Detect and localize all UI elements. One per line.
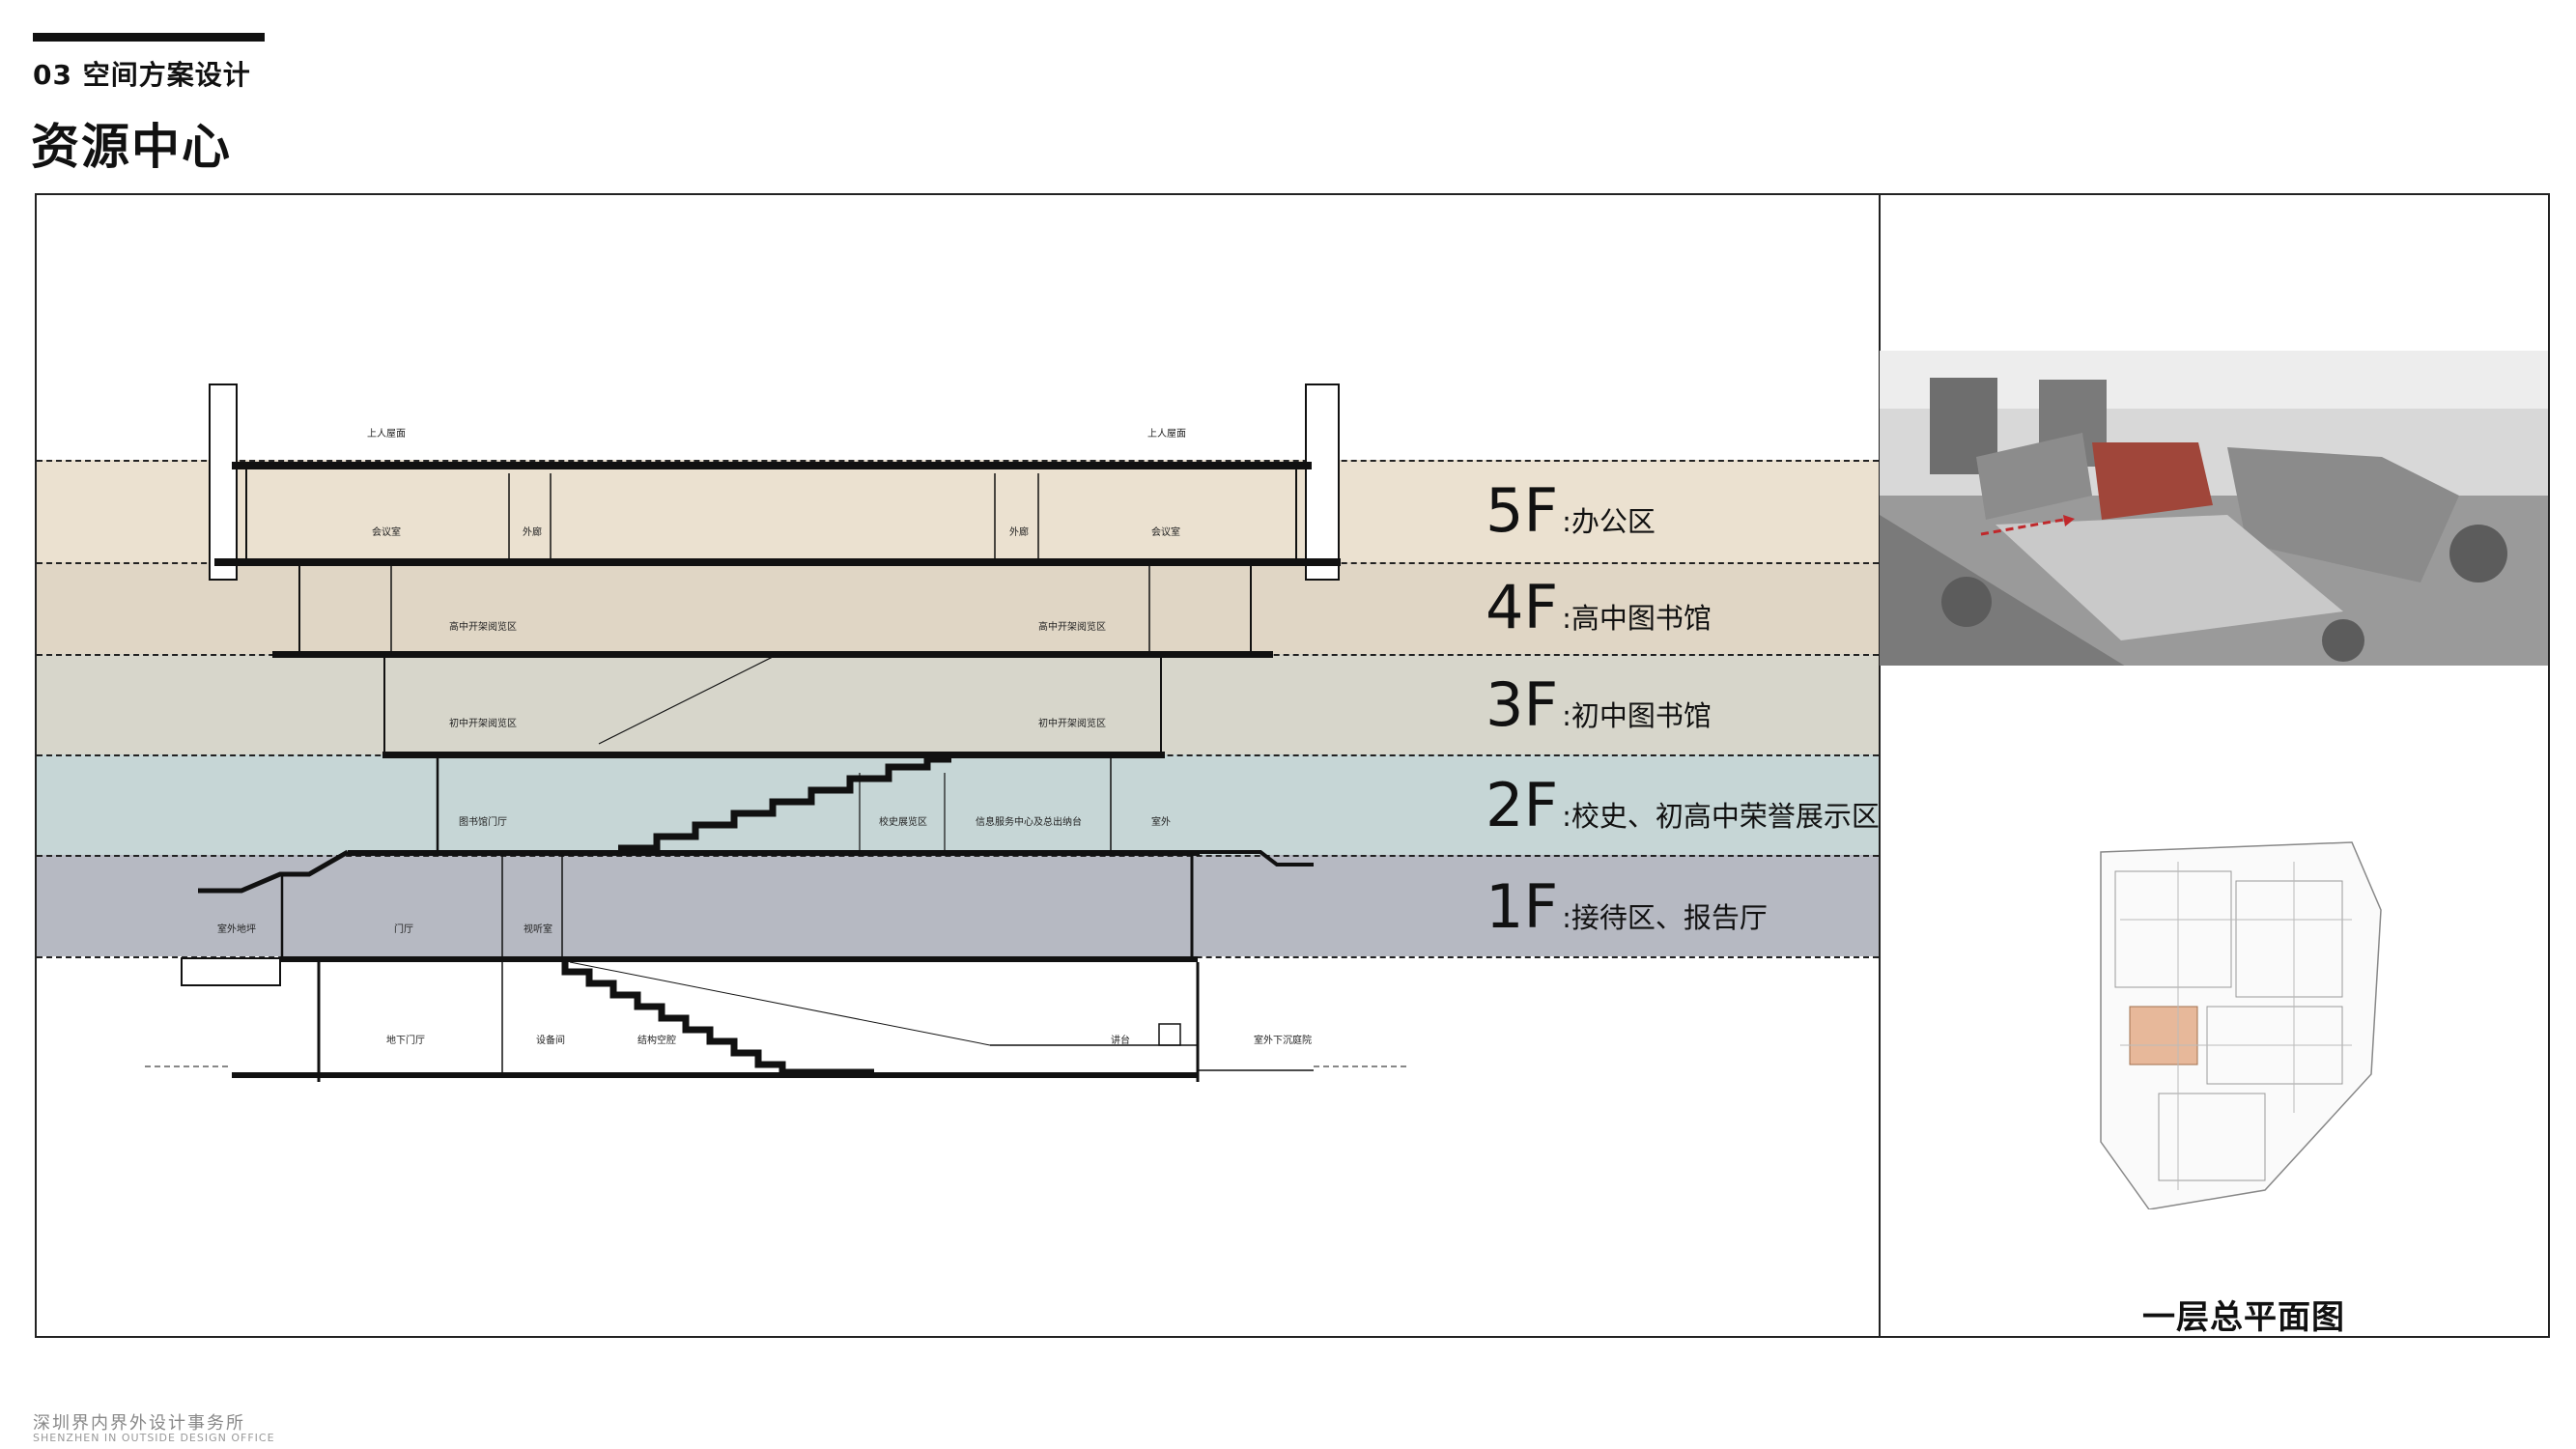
floor-number: 5F [1486, 475, 1559, 546]
room-label: 初中开架阅览区 [449, 717, 517, 729]
drawing-frame [35, 193, 2550, 1338]
floor-band-1f [37, 855, 1879, 956]
floor-description: :接待区、报告厅 [1562, 901, 1768, 934]
floor-label-4f: 4F:高中图书馆 [1486, 572, 1712, 642]
room-label: 室外 [1151, 815, 1171, 828]
floor-label-5f: 5F:办公区 [1486, 475, 1656, 546]
floor-number: 1F [1486, 871, 1559, 942]
site-plan-caption: 一层总平面图 [2142, 1298, 2345, 1337]
room-label: 外廊 [523, 526, 542, 538]
room-label: 高中开架阅览区 [1038, 620, 1106, 633]
room-label: 室外下沉庭院 [1254, 1034, 1312, 1046]
frame-divider [1879, 193, 1881, 1338]
room-label: 室外地坪 [217, 923, 256, 935]
site-plan-image [2062, 823, 2410, 1210]
room-label: 会议室 [1151, 526, 1180, 538]
floor-description: :校史、初高中荣誉展示区 [1562, 800, 1880, 833]
floor-number: 3F [1486, 669, 1559, 740]
room-label: 结构空腔 [637, 1034, 676, 1046]
floor-label-1f: 1F:接待区、报告厅 [1486, 871, 1768, 942]
room-label: 上人屋面 [1147, 428, 1186, 440]
header-rule [33, 33, 265, 42]
floor-description: :高中图书馆 [1562, 602, 1712, 635]
floor-band-2f [37, 754, 1879, 855]
room-label: 门厅 [394, 923, 413, 935]
room-label: 讲台 [1111, 1034, 1130, 1046]
room-label: 高中开架阅览区 [449, 620, 517, 633]
room-label: 初中开架阅览区 [1038, 717, 1106, 729]
room-label: 会议室 [372, 526, 401, 538]
floor-number: 4F [1486, 572, 1559, 642]
room-label: 上人屋面 [367, 428, 406, 440]
floor-band-4f [37, 562, 1879, 654]
floor-description: :初中图书馆 [1562, 699, 1712, 732]
aerial-rendering-image [1880, 351, 2548, 666]
floor-line [37, 460, 1879, 462]
room-label: 信息服务中心及总出纳台 [976, 815, 1082, 828]
floor-band-3f [37, 654, 1879, 754]
floor-band-5f [37, 460, 1879, 562]
floor-number: 2F [1486, 770, 1559, 840]
room-label: 视听室 [524, 923, 552, 935]
room-label: 校史展览区 [879, 815, 927, 828]
section-label: 03 空间方案设计 [33, 59, 251, 91]
floor-label-3f: 3F:初中图书馆 [1486, 669, 1712, 740]
page-title: 资源中心 [31, 119, 232, 175]
floor-description: :办公区 [1562, 505, 1656, 538]
company-name-cn: 深圳界内界外设计事务所 [33, 1413, 245, 1434]
floor-label-2f: 2F:校史、初高中荣誉展示区 [1486, 770, 1880, 840]
company-name-en: SHENZHEN IN OUTSIDE DESIGN OFFICE [33, 1432, 275, 1444]
room-label: 设备间 [536, 1034, 565, 1046]
room-label: 图书馆门厅 [459, 815, 507, 828]
room-label: 地下门厅 [386, 1034, 425, 1046]
room-label: 外廊 [1009, 526, 1029, 538]
